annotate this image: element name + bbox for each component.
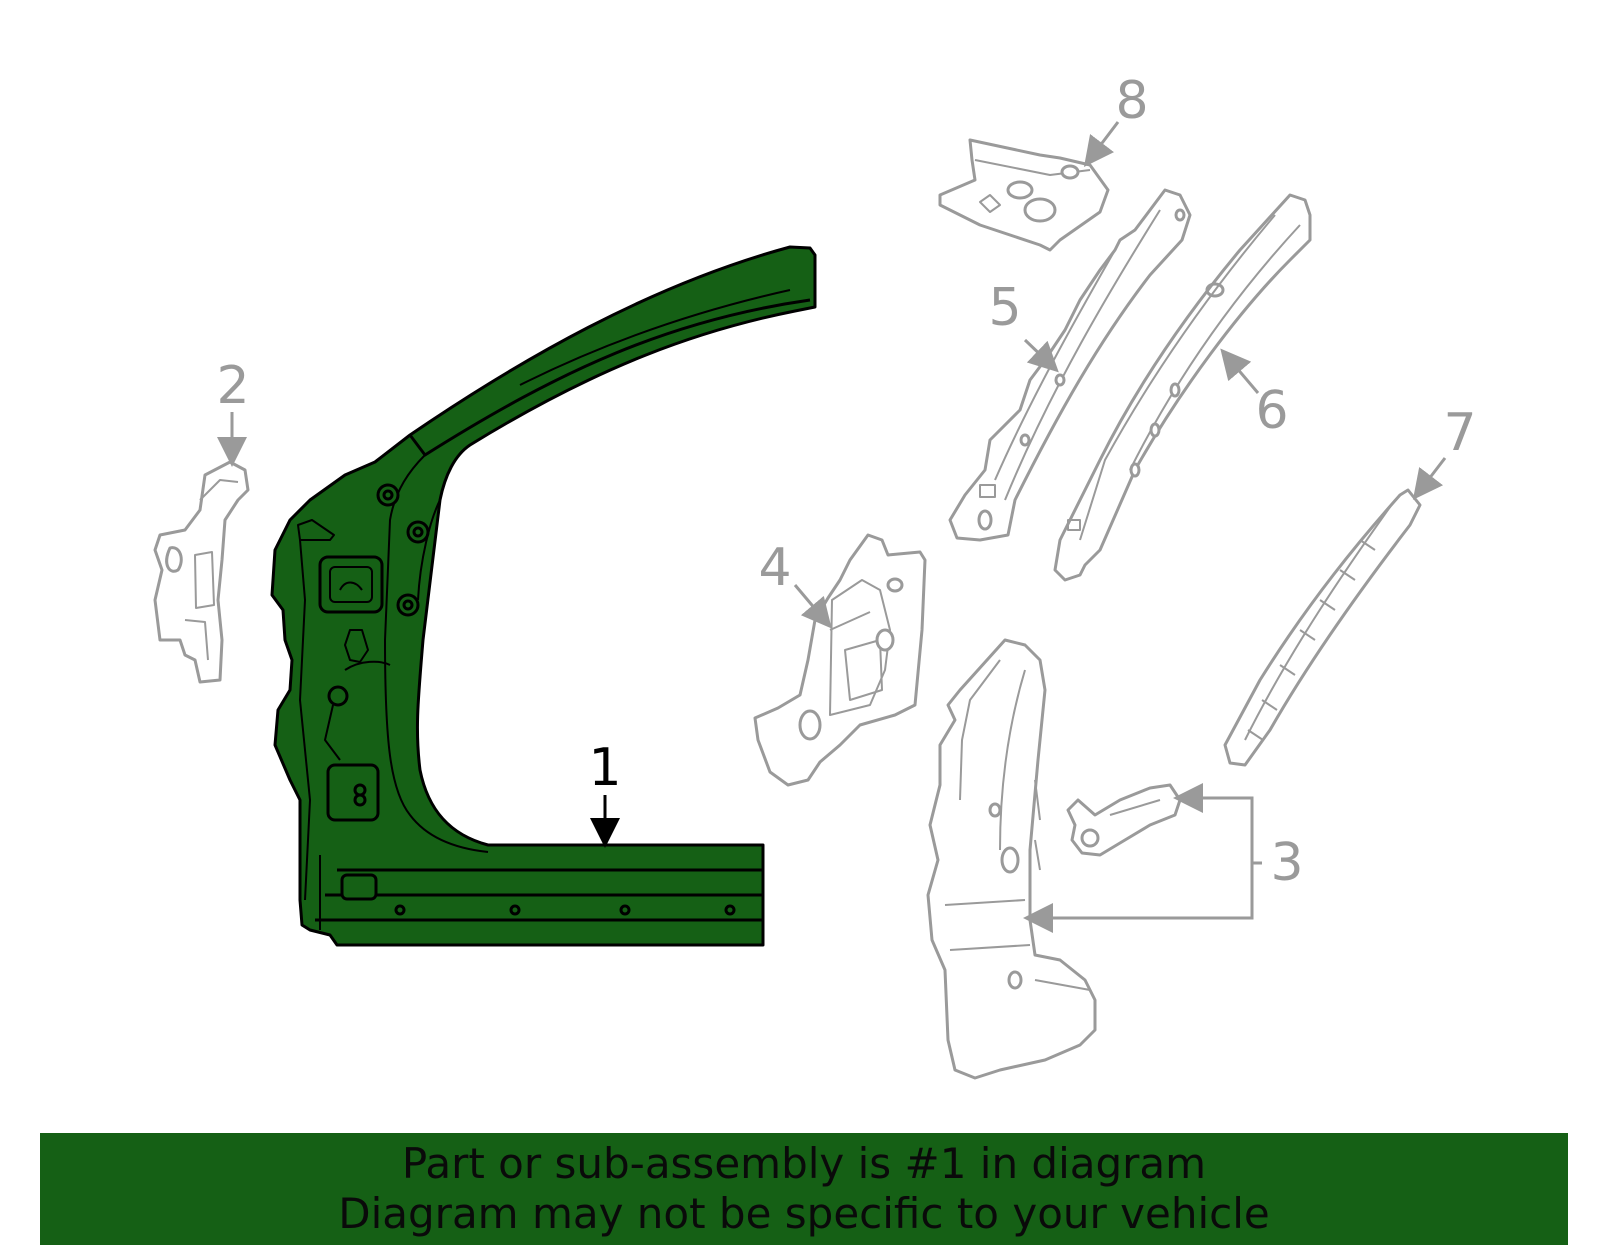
callout-3: 3 [1270,833,1303,893]
callout-8: 8 [1115,71,1148,131]
callout-1: 1 [588,738,621,798]
leader-4 [793,584,832,629]
leader-8 [1083,121,1120,167]
leader-5 [1023,338,1059,373]
part-7-pillar-garnish[interactable] [1223,488,1422,767]
part-8-upper-bracket[interactable] [938,138,1110,252]
banner-line-2: Diagram may not be specific to your vehi… [338,1189,1270,1238]
callout-4: 4 [758,538,791,598]
part-3-lower-pillar[interactable] [926,638,1097,1080]
part-1-body-side-panel[interactable] [270,245,817,947]
leader-3 [1023,783,1262,933]
callout-2: 2 [216,356,249,416]
part-2-bracket[interactable] [153,460,250,684]
part-4-hinge-bracket[interactable] [753,533,927,787]
leader-6 [1220,348,1260,394]
part-3-small-bracket[interactable] [1066,783,1182,857]
leader-7 [1412,457,1447,500]
callout-5: 5 [988,278,1021,338]
banner-line-1: Part or sub-assembly is #1 in diagram [401,1139,1207,1188]
info-banner: Part or sub-assembly is #1 in diagram Di… [40,1133,1568,1245]
part-6-pillar-inner[interactable] [1053,193,1312,582]
callout-6: 6 [1255,381,1288,441]
callout-7: 7 [1443,403,1476,463]
